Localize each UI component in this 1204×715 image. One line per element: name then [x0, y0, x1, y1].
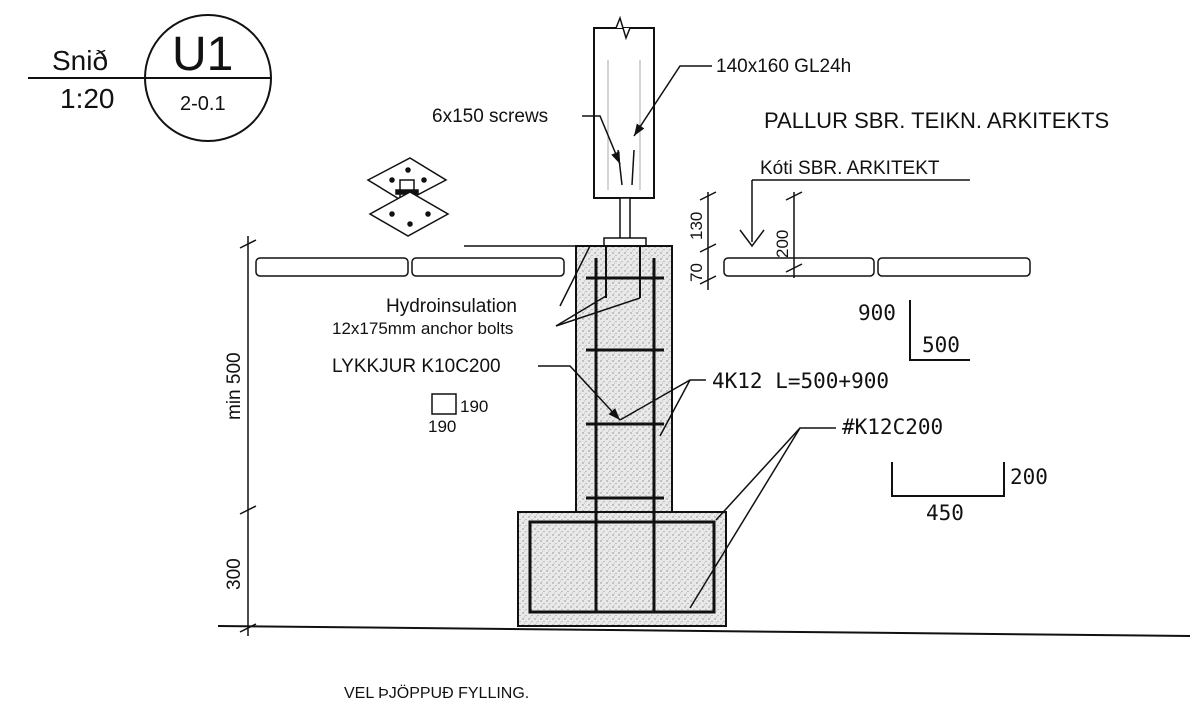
concrete-pier: [575, 245, 673, 513]
label-anchor-bolts: 12x175mm anchor bolts: [332, 319, 513, 338]
label-deck-note: PALLUR SBR. TEIKN. ARKITEKTS: [764, 108, 1109, 133]
detail-id: U1: [172, 28, 233, 81]
title-block: Snið 1:20 U1 2-0.1: [28, 14, 272, 142]
leader-lines: [464, 65, 836, 609]
ground-line: [217, 625, 1191, 637]
concrete-footing: [517, 511, 727, 627]
label-main-bars: 4K12 L=500+900: [712, 369, 889, 393]
level-marker: [739, 179, 970, 248]
dimension-line-left: [239, 236, 257, 636]
bar-schematic-mesh: [891, 462, 1005, 497]
post-base-icon: [366, 157, 450, 237]
column-section-symbol: [431, 393, 457, 415]
bar-length-500: 500: [922, 333, 960, 357]
label-column: 140x160 GL24h: [716, 56, 851, 77]
anchor-bolts: [605, 246, 641, 298]
scale-text: 1:20: [60, 83, 115, 114]
timber-column: [593, 15, 655, 199]
dim-300: 300: [224, 558, 245, 590]
label-stirrups: LYKKJUR K10C200: [332, 356, 501, 377]
sheet-ref: 2-0.1: [180, 93, 226, 115]
paving-slabs: [255, 257, 1031, 277]
section-word: Snið: [52, 45, 108, 76]
col-dim-190-a: 190: [460, 397, 488, 416]
dim-min-500: min 500: [224, 352, 245, 420]
steel-connector: [603, 197, 647, 247]
label-fill-note: VEL ÞJÖPPUÐ FYLLING.: [344, 684, 529, 702]
col-dim-190-b: 190: [428, 417, 456, 436]
mesh-dim-450: 450: [926, 501, 964, 525]
label-level-note: Kóti SBR. ARKITEKT: [760, 158, 940, 179]
mesh-dim-200: 200: [1010, 465, 1048, 489]
bar-length-900: 900: [858, 301, 896, 325]
dim-200: 200: [773, 230, 792, 258]
dim-130: 130: [687, 212, 706, 240]
label-hydroinsulation: Hydroinsulation: [386, 296, 517, 317]
dimension-line-top: [699, 191, 803, 290]
label-mesh: #K12C200: [842, 415, 943, 439]
reinforcement: [528, 258, 716, 614]
label-screws: 6x150 screws: [432, 106, 548, 127]
dim-70: 70: [687, 263, 706, 282]
bar-schematic-main: [909, 300, 970, 361]
